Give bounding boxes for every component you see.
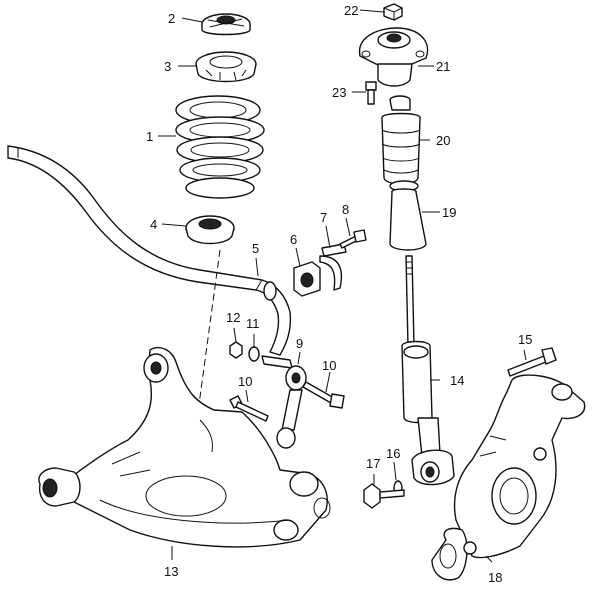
callout-15: 15 bbox=[518, 332, 532, 347]
bushing-clamp bbox=[319, 243, 347, 291]
callout-10-right: 10 bbox=[322, 358, 336, 373]
protective-tube bbox=[389, 180, 427, 251]
coupling-link bbox=[261, 355, 307, 449]
shock-top-mount bbox=[359, 27, 429, 87]
callout-14: 14 bbox=[450, 373, 464, 388]
callout-9: 9 bbox=[296, 336, 303, 351]
callout-12: 12 bbox=[226, 310, 240, 325]
leader-lines bbox=[158, 9, 527, 563]
washer-11 bbox=[248, 346, 260, 362]
callout-8: 8 bbox=[342, 202, 349, 217]
callout-7: 7 bbox=[320, 210, 327, 225]
callout-16: 16 bbox=[386, 446, 400, 461]
callout-1: 1 bbox=[146, 129, 153, 144]
lower-control-arm bbox=[38, 346, 331, 548]
top-nut bbox=[383, 3, 403, 21]
bolt-15 bbox=[507, 347, 557, 377]
callout-5: 5 bbox=[252, 241, 259, 256]
callout-19: 19 bbox=[442, 205, 456, 220]
callout-20: 20 bbox=[436, 133, 450, 148]
callout-4: 4 bbox=[150, 217, 157, 232]
bolt-10-left bbox=[229, 395, 269, 422]
wheel-bearing-housing bbox=[431, 374, 586, 581]
callout-2: 2 bbox=[168, 11, 175, 26]
clamp-bolt bbox=[339, 229, 367, 249]
mount-bolt bbox=[365, 81, 377, 105]
upper-spring-seat bbox=[195, 51, 257, 83]
bolt-17 bbox=[363, 483, 405, 509]
callout-21: 21 bbox=[436, 59, 450, 74]
shock-absorber bbox=[401, 255, 455, 486]
coil-spring bbox=[175, 95, 265, 199]
callout-6: 6 bbox=[290, 232, 297, 247]
bolt-10-right bbox=[302, 381, 345, 409]
spring-top-mount bbox=[201, 13, 251, 36]
lower-spring-seat bbox=[185, 215, 235, 245]
callout-17: 17 bbox=[366, 456, 380, 471]
callout-3: 3 bbox=[164, 59, 171, 74]
callout-10-left: 10 bbox=[238, 374, 252, 389]
callout-23: 23 bbox=[332, 85, 346, 100]
bump-stop bbox=[381, 95, 421, 185]
callout-11: 11 bbox=[246, 316, 260, 331]
callout-18: 18 bbox=[488, 570, 502, 585]
nut-12 bbox=[229, 341, 243, 359]
stabilizer-bushing bbox=[293, 261, 321, 297]
stabilizer-bar bbox=[7, 145, 292, 356]
callout-22: 22 bbox=[344, 3, 358, 18]
callout-13: 13 bbox=[164, 564, 178, 579]
